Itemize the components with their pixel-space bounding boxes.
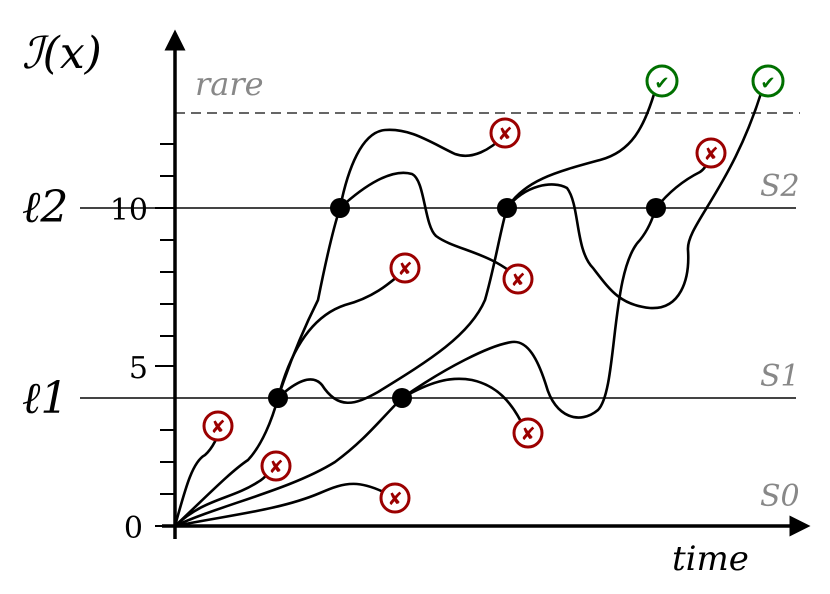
branch-point [497,198,517,218]
level-label-l1: ℓ1 [22,373,68,424]
branch-point [392,388,412,408]
tick-label-0: 0 [124,511,143,546]
trajectory-l2b-loop [505,78,767,310]
svg-text:✘: ✘ [387,489,402,510]
trajectories [173,78,767,528]
y-axis-minor-ticks [160,143,175,495]
success-markers: ✔ ✔ [645,64,785,98]
svg-text:✘: ✘ [703,144,718,165]
fail-marker: ✘ [489,117,521,149]
fail-marker: ✘ [695,137,727,169]
y-axis-label: ℐ(x) [22,28,102,79]
fail-marker: ✘ [389,252,421,284]
success-marker: ✔ [645,64,679,98]
svg-text:✘: ✘ [210,417,225,438]
trajectory-to-l1-b [173,396,404,528]
surface-label-s1: S1 [760,359,800,394]
success-marker: ✔ [751,64,785,98]
fail-marker: ✘ [202,410,234,442]
trajectory-to-l1-a [173,396,280,528]
surface-label-s2: S2 [760,169,800,204]
branch-point [330,198,350,218]
trajectory-l2-to-top-fail [338,128,507,210]
level-label-l2: ℓ2 [22,182,68,233]
svg-text:✔: ✔ [654,73,669,94]
branch-points [268,198,666,408]
x-axis-label: time [672,539,749,579]
trajectory-l2-to-mid-fail [338,171,520,280]
axes [162,29,811,539]
trajectory-l2b-to-success [505,78,660,210]
svg-text:✔: ✔ [760,73,775,94]
trajectory-early-fail-3 [173,482,397,528]
y-axis-major-ticks [155,207,175,527]
rare-label: rare [195,65,264,103]
svg-text:✘: ✘ [520,424,535,445]
trajectory-l1a-loop [276,206,509,404]
trajectory-l1a-to-fail [276,268,407,400]
fail-markers: ✘ ✘ ✘ ✘ ✘ ✘ ✘ ✘ [202,117,727,514]
tick-label-5: 5 [129,351,148,386]
trajectory-l1a-to-l2 [276,206,342,400]
svg-text:✘: ✘ [510,270,525,291]
trajectory-l1b-loop [400,206,658,419]
fail-marker: ✘ [260,450,292,482]
fail-marker: ✘ [379,482,411,514]
trajectory-l1b-to-fail [400,377,528,434]
branch-point [646,198,666,218]
svg-text:✘: ✘ [268,457,283,478]
tick-label-10: 10 [110,193,148,228]
fail-marker: ✘ [512,417,544,449]
fail-marker: ✘ [502,263,534,295]
branch-point [268,388,288,408]
surface-label-s0: S0 [760,479,800,514]
svg-text:✘: ✘ [497,124,512,145]
svg-text:✘: ✘ [397,259,412,280]
